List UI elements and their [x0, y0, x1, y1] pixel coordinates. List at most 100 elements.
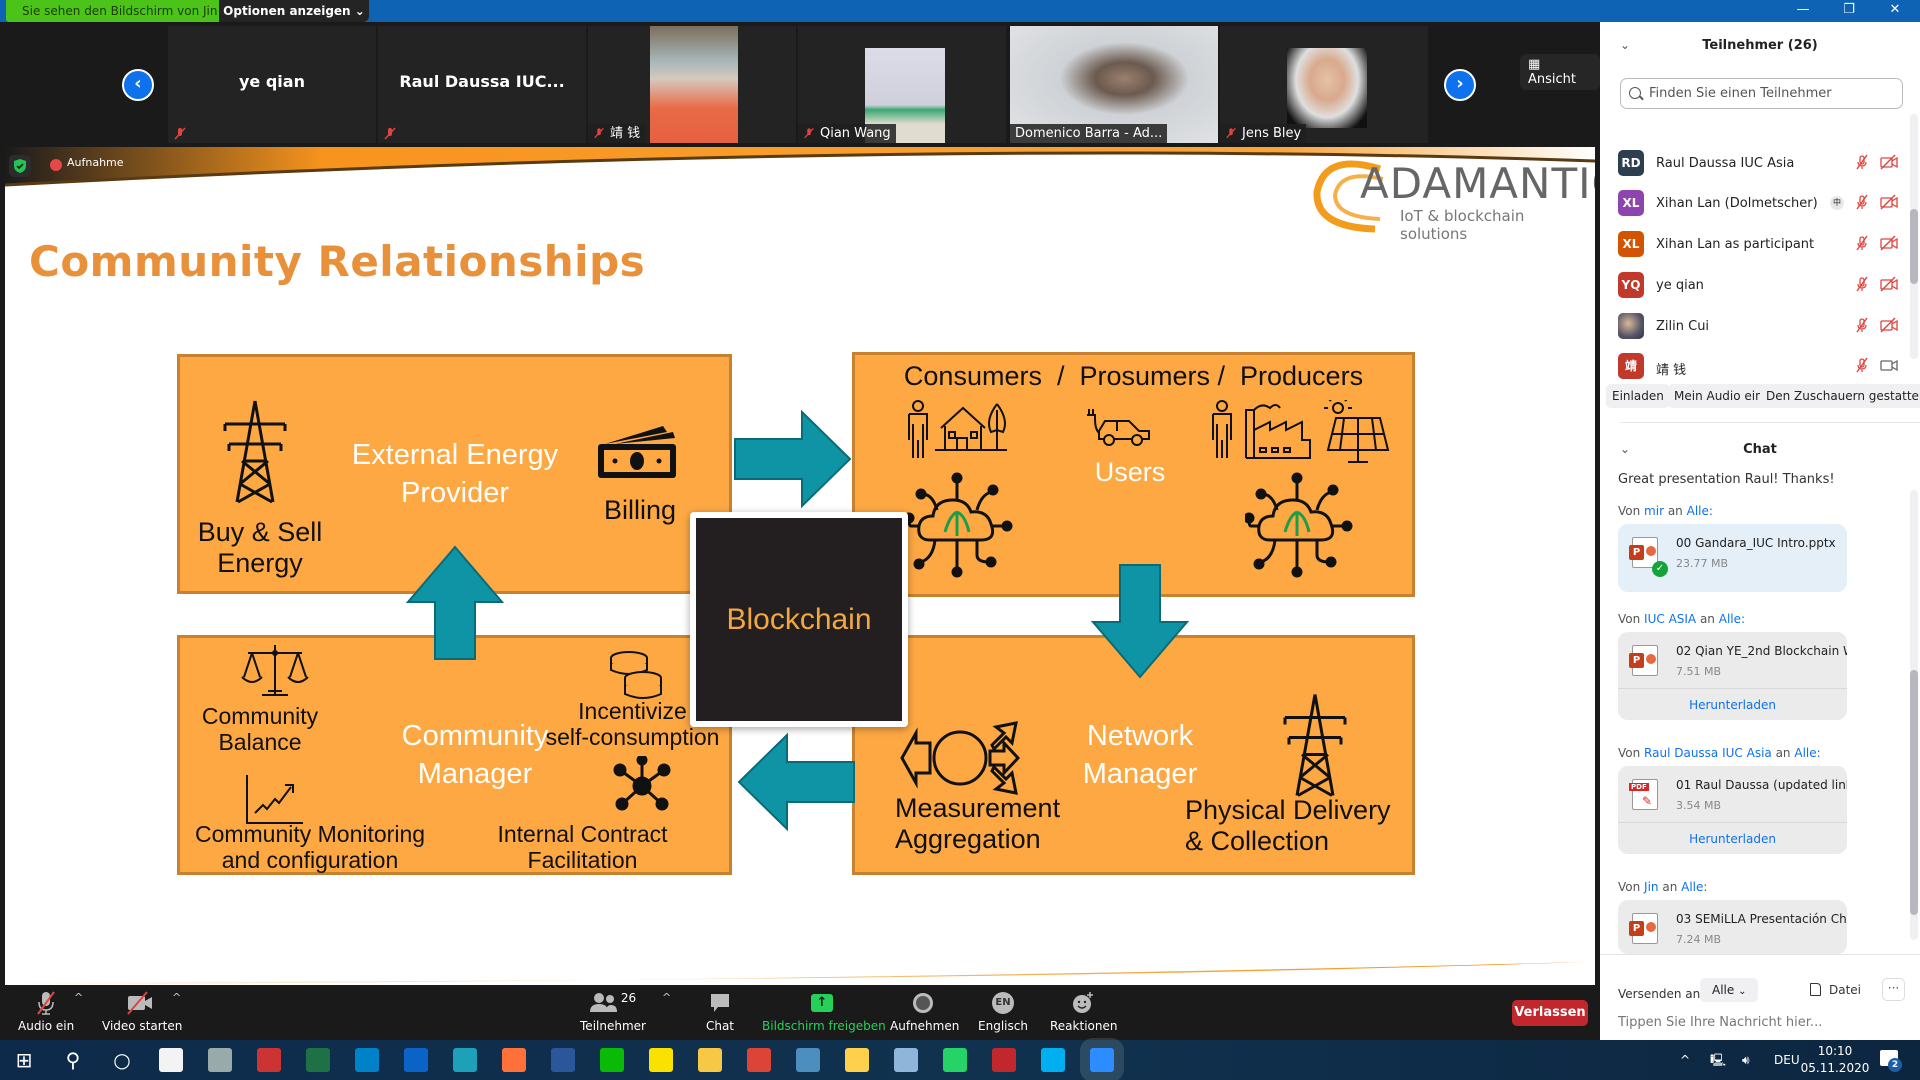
send-to-select[interactable]: Alle ⌄	[1700, 978, 1758, 1002]
tray-expand-icon[interactable]: ^	[1680, 1053, 1691, 1067]
sender-link[interactable]: Jin	[1644, 880, 1659, 894]
view-button[interactable]: ▦ Ansicht	[1520, 54, 1600, 90]
volume-icon[interactable]: 🔊︎	[1742, 1053, 1750, 1067]
audio-options-caret[interactable]: ^	[74, 991, 84, 1004]
explorer-taskbar-icon[interactable]	[698, 1048, 722, 1072]
power-tower-icon	[1283, 694, 1347, 797]
file-attachment[interactable]: P03 SEMiLLA Presentación Chin...7.24 MB	[1618, 900, 1847, 954]
message-input[interactable]: Tippen Sie Ihre Nachricht hier...	[1618, 1015, 1823, 1030]
sender-link[interactable]: Raul Daussa IUC Asia	[1644, 746, 1772, 760]
allow-attendees-button[interactable]: Den Zuschauern gestatten, di	[1760, 384, 1920, 408]
recipient-link[interactable]: Alle:	[1718, 612, 1746, 626]
participants-options-caret[interactable]: ^	[662, 991, 672, 1004]
skype-taskbar-icon[interactable]	[1041, 1048, 1065, 1072]
video-tile[interactable]: Raul Daussa IUC...	[378, 26, 586, 143]
participants-icon	[589, 993, 617, 1012]
drive-taskbar-icon[interactable]	[845, 1048, 869, 1072]
start-taskbar-icon[interactable]: ⊞	[15, 1048, 33, 1072]
to-prefix: an	[1658, 880, 1682, 894]
chat-scrollbar[interactable]	[1910, 490, 1918, 940]
video-tile[interactable]: Domenico Barra - Ad...	[1010, 26, 1218, 143]
video-tile[interactable]: ye qian	[168, 26, 376, 143]
file-attachment[interactable]: PDF✎01 Raul Daussa (updated link...3.54 …	[1618, 766, 1847, 854]
minimize-button[interactable]: —	[1796, 2, 1810, 17]
network-icon[interactable]: 🖳	[1710, 1053, 1727, 1067]
share-screen-button[interactable]: ↑ Bildschirm freigeben	[762, 989, 886, 1033]
excel-taskbar-icon[interactable]	[306, 1048, 330, 1072]
snipping-taskbar-icon[interactable]	[257, 1048, 281, 1072]
recipient-link[interactable]: Alle:	[1681, 880, 1708, 894]
whatsapp-taskbar-icon[interactable]	[943, 1048, 967, 1072]
chat-button[interactable]: Chat	[700, 989, 740, 1033]
sender-link[interactable]: mir	[1644, 504, 1665, 518]
chrome-taskbar-icon[interactable]	[747, 1048, 771, 1072]
nextcloud-taskbar-icon[interactable]	[355, 1048, 379, 1072]
download-link[interactable]: Herunterladen	[1618, 822, 1847, 854]
collapse-participants-icon[interactable]: ⌄	[1620, 38, 1631, 52]
participant-search-input[interactable]: Finden Sie einen Teilnehmer	[1620, 78, 1903, 109]
invite-button[interactable]: Einladen	[1606, 384, 1670, 408]
video-options-caret[interactable]: ^	[172, 991, 182, 1004]
next-page-button[interactable]: ›	[1444, 69, 1476, 101]
paint-taskbar-icon[interactable]	[894, 1048, 918, 1072]
search-taskbar-icon[interactable]: ⚲	[65, 1048, 81, 1072]
recipient-link[interactable]: Alle:	[1794, 746, 1821, 760]
video-tile[interactable]: Jens Bley	[1220, 26, 1428, 143]
audio-button[interactable]: Audio ein	[18, 989, 74, 1033]
reactions-button[interactable]: Reaktionen	[1050, 989, 1117, 1033]
participants-scrollbar[interactable]	[1910, 114, 1918, 359]
participant-status-icons	[1854, 357, 1898, 373]
participant-row[interactable]: Zilin Cui	[1618, 305, 1908, 345]
options-button[interactable]: Optionen anzeigen ⌄	[219, 0, 369, 22]
outlook-taskbar-icon[interactable]	[404, 1048, 428, 1072]
video-button[interactable]: Video starten	[102, 989, 182, 1033]
avatar: YQ	[1618, 272, 1644, 298]
sender-link[interactable]: IUC ASIA	[1644, 612, 1697, 626]
download-link[interactable]: Herunterladen	[1618, 688, 1847, 720]
participants-button[interactable]: 26 Teilnehmer	[580, 989, 646, 1033]
firefox-taskbar-icon[interactable]	[502, 1048, 526, 1072]
collapse-chat-icon[interactable]: ⌄	[1620, 442, 1631, 456]
security-badge[interactable]	[9, 155, 31, 177]
prev-page-button[interactable]: ‹	[122, 69, 154, 101]
participant-name: 靖 钱	[1656, 363, 1687, 378]
video-tile[interactable]: Qian Wang	[798, 26, 1006, 143]
recipient-link[interactable]: Alle:	[1686, 504, 1713, 518]
mic-muted-icon	[384, 127, 396, 140]
side-panel: ⌄ Teilnehmer (26) Finden Sie einen Teiln…	[1600, 22, 1920, 1040]
more-options-button[interactable]: ···	[1882, 978, 1905, 1001]
edge-taskbar-icon[interactable]	[453, 1048, 477, 1072]
notifications-icon[interactable]: 2	[1880, 1050, 1902, 1072]
cortana-taskbar-icon[interactable]: ○	[113, 1048, 131, 1072]
input-language[interactable]: DEU	[1774, 1053, 1800, 1067]
store-taskbar-icon[interactable]	[159, 1048, 183, 1072]
kakaotalk-taskbar-icon[interactable]	[649, 1048, 673, 1072]
word-taskbar-icon[interactable]	[551, 1048, 575, 1072]
wechat-taskbar-icon[interactable]	[600, 1048, 624, 1072]
external-title-line2: Provider	[401, 476, 509, 509]
video-tile[interactable]: 靖 钱	[588, 26, 796, 143]
close-button[interactable]: ✕	[1889, 2, 1901, 17]
powerpoint-file-icon: P	[1629, 645, 1658, 676]
leave-button[interactable]: Verlassen	[1512, 1000, 1588, 1026]
printer-taskbar-icon[interactable]	[208, 1048, 232, 1072]
network-tool-taskbar-icon[interactable]	[796, 1048, 820, 1072]
unmute-me-button[interactable]: Mein Audio ein	[1668, 384, 1769, 408]
recording-dot-icon	[50, 159, 62, 171]
restore-button[interactable]: ❐	[1843, 2, 1855, 17]
file-button[interactable]: Datei	[1810, 983, 1861, 997]
participant-row[interactable]: 靖靖 钱	[1618, 345, 1908, 385]
zoom-taskbar-icon[interactable]	[1080, 1038, 1124, 1080]
avatar	[1618, 313, 1644, 339]
chat-sender-line: Von Raul Daussa IUC Asia an Alle:	[1618, 746, 1821, 760]
record-button[interactable]: Aufnehmen	[890, 989, 959, 1033]
language-button[interactable]: EN Englisch	[978, 989, 1028, 1033]
pdf-taskbar-icon[interactable]	[992, 1048, 1016, 1072]
